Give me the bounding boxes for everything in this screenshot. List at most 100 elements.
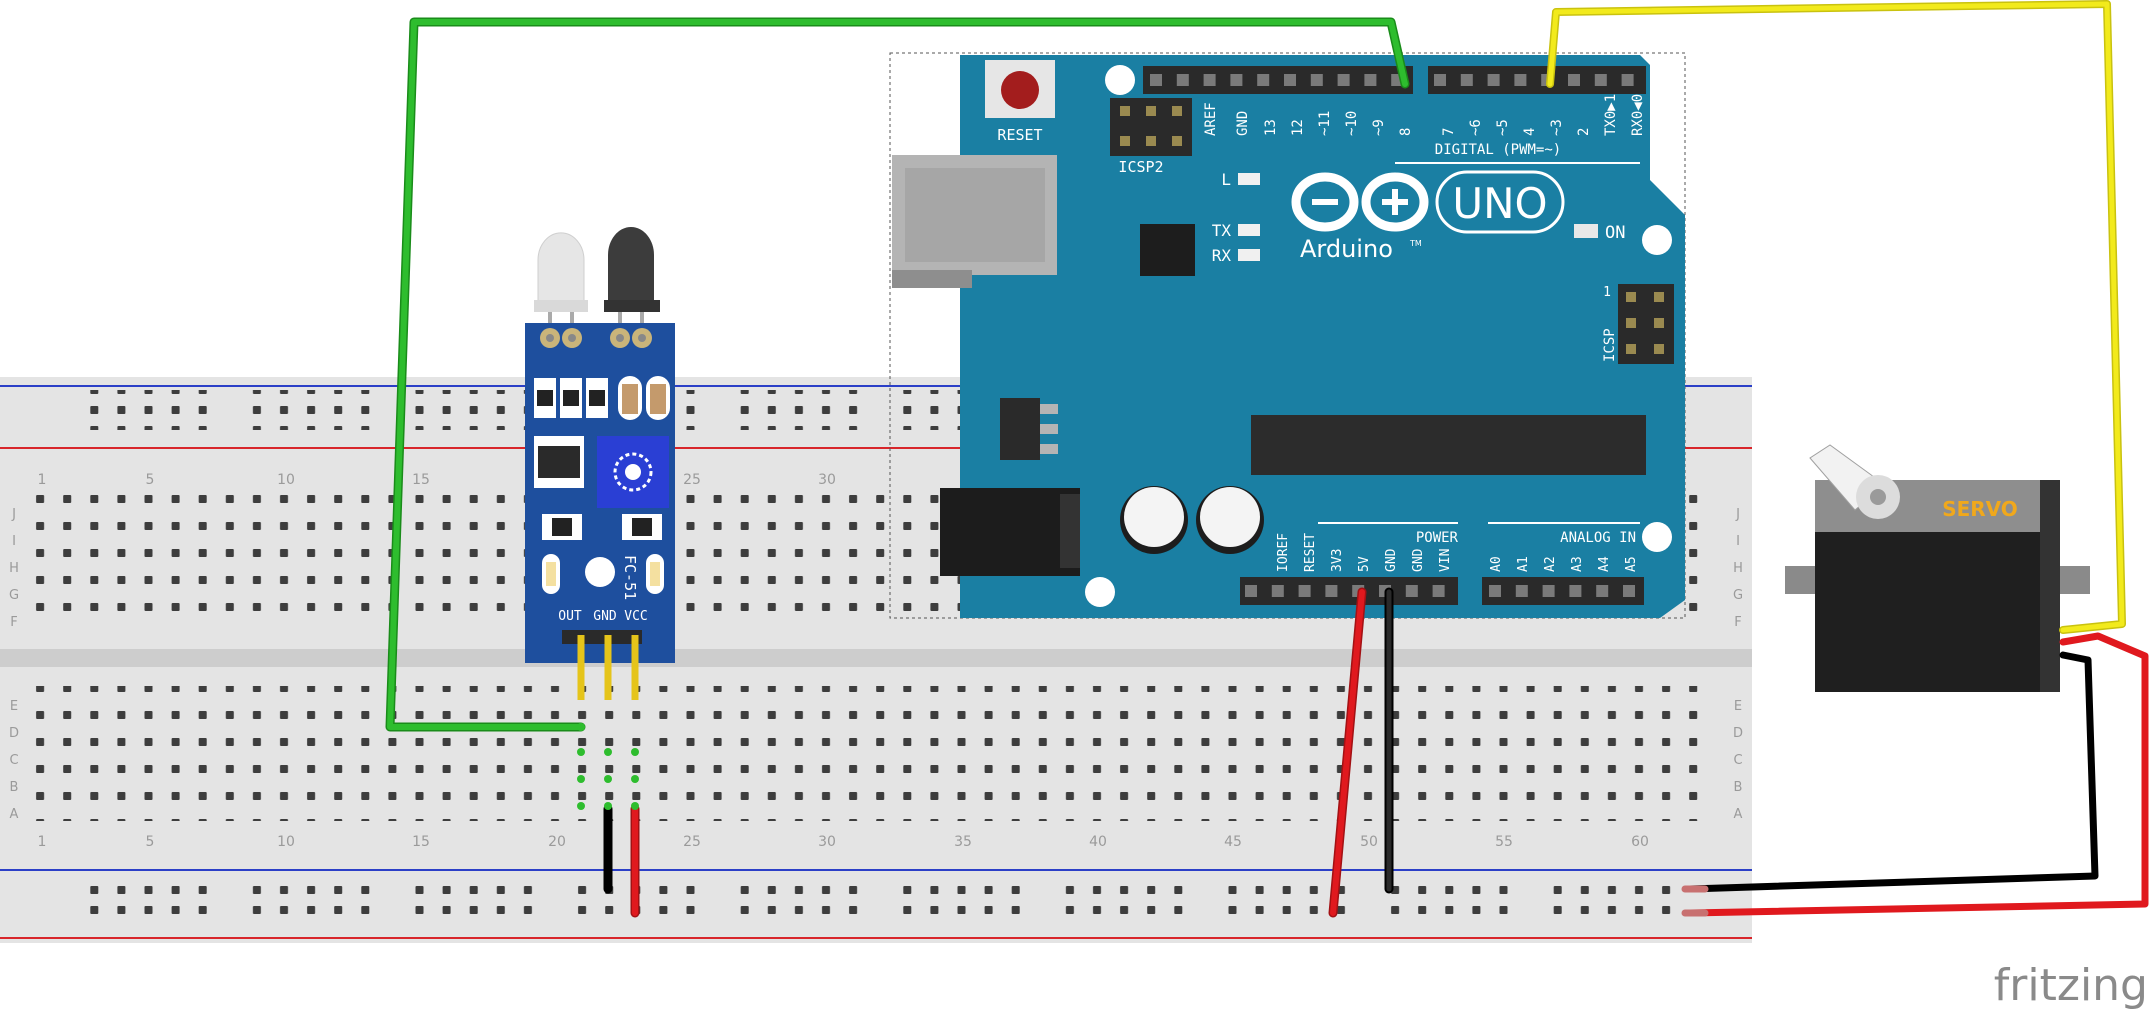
digital-pin-label: 7 (1441, 128, 1457, 136)
usb-base (892, 270, 972, 288)
trademark: TM (1409, 239, 1422, 248)
row-letter-d-right: D (1733, 726, 1743, 741)
digital-pin-hole[interactable] (1203, 74, 1216, 86)
analog-pin-hole[interactable] (1596, 585, 1609, 597)
digital-pin-hole[interactable] (1284, 74, 1296, 86)
digital-pin-hole[interactable] (1257, 74, 1270, 86)
wire-black-servo-gnd[interactable] (1686, 651, 2099, 893)
digital-pin-label: ~9 (1371, 119, 1387, 136)
servo-side (2040, 480, 2060, 692)
power-pin-hole[interactable] (1271, 585, 1284, 597)
digital-pin-hole[interactable] (1364, 74, 1377, 86)
mounting-hole-top-right (1642, 225, 1672, 255)
icsp-label: ICSP (1602, 328, 1618, 362)
servo-shaft-screw (1870, 489, 1886, 505)
wire-red-5v-core[interactable] (1330, 589, 1365, 916)
sensor-mounting-hole (585, 557, 615, 587)
row-letter-b-right: B (1734, 780, 1743, 795)
analog-pin-hole[interactable] (1489, 585, 1501, 597)
digital-pin-label: ~6 (1468, 119, 1484, 136)
power-pin-hole[interactable] (1245, 585, 1257, 597)
col-label-60-bottom: 60 (1631, 834, 1649, 850)
digital-pin-hole[interactable] (1460, 74, 1473, 86)
ir-sensor-module[interactable]: FC-51 OUT GND VCC (525, 227, 675, 700)
power-pin-hole[interactable] (1298, 585, 1311, 597)
digital-pin-hole[interactable] (1594, 74, 1607, 86)
bottom-pin-holes (1245, 585, 1635, 597)
led-l (1238, 173, 1260, 185)
analog-pin-label: A0 (1489, 556, 1504, 572)
digital-pin-label: 2 (1576, 128, 1592, 136)
col-label-20-bottom: 20 (548, 834, 566, 850)
servo-motor[interactable]: SERVO (1785, 444, 2090, 692)
analog-pin-hole[interactable] (1542, 585, 1555, 597)
col-label-35-bottom: 35 (954, 834, 972, 850)
digital-pin-hole[interactable] (1487, 74, 1500, 86)
icsp-header (1618, 284, 1674, 364)
center-channel (0, 649, 1752, 667)
row-letter-e: E (10, 699, 18, 714)
digital-pin-label: 4 (1522, 128, 1538, 136)
col-label-10: 10 (277, 472, 295, 488)
wire-yellow-signal-core[interactable] (1547, 1, 2125, 633)
digital-pin-hole[interactable] (1150, 74, 1162, 86)
sensor-model-label: FC-51 (621, 555, 639, 600)
analog-header (1482, 577, 1644, 605)
fritzing-watermark: fritzing (1994, 960, 2148, 1011)
digital-pin-hole[interactable] (1310, 74, 1323, 86)
row-letter-d: D (9, 726, 19, 741)
led-l-label: L (1221, 170, 1231, 189)
row-letter-c-right: C (1733, 753, 1742, 768)
col-label-5-bottom: 5 (146, 834, 155, 850)
col-label-10-bottom: 10 (277, 834, 295, 850)
analog-pin-label: A4 (1597, 556, 1612, 572)
wire-green-signal-core[interactable] (387, 19, 1408, 730)
usb-chip (1140, 224, 1195, 276)
analog-label: ANALOG IN (1560, 530, 1636, 546)
digital-pin-hole[interactable] (1434, 74, 1446, 86)
wire-red-servo-power[interactable] (1686, 632, 2149, 917)
digital-pin-label: ~10 (1344, 111, 1360, 136)
capacitor-2 (1196, 486, 1264, 554)
col-label-30-bottom: 30 (818, 834, 836, 850)
potentiometer[interactable] (597, 436, 669, 508)
microcontroller-chip (1251, 415, 1646, 475)
connected-holes (577, 723, 639, 810)
digital-pin-hole[interactable] (1176, 74, 1189, 86)
analog-pin-hole[interactable] (1515, 585, 1528, 597)
icsp2-header (1110, 98, 1192, 156)
mounting-hole-bottom-right (1642, 522, 1672, 552)
mounting-hole-top-left (1105, 65, 1135, 95)
digital-pin-hole[interactable] (1337, 74, 1350, 86)
digital-pin-hole[interactable] (1621, 74, 1634, 86)
digital-pin-hole[interactable] (1230, 74, 1243, 86)
power-pin-label: 5V (1357, 556, 1372, 572)
reset-label: RESET (997, 126, 1042, 144)
arduino-logo-icon (1291, 172, 1429, 232)
col-label-25: 25 (683, 472, 701, 488)
power-label: POWER (1416, 530, 1459, 546)
power-pin-hole[interactable] (1432, 585, 1445, 597)
servo-label: SERVO (1942, 497, 2018, 521)
col-label-50-bottom: 50 (1360, 834, 1378, 850)
digital-pin-hole[interactable] (1514, 74, 1527, 86)
analog-pin-hole[interactable] (1623, 585, 1635, 597)
digital-pin-hole[interactable] (1568, 74, 1580, 86)
reset-button-cap[interactable] (1001, 71, 1039, 109)
bottom-power-rail-holes (78, 875, 1673, 915)
power-pin-hole[interactable] (1405, 585, 1418, 597)
digital-pin-label: ~5 (1495, 119, 1511, 136)
uno-badge (1435, 170, 1565, 234)
row-letter-f: F (10, 615, 17, 630)
row-letter-h: H (9, 561, 19, 576)
analog-pin-hole[interactable] (1569, 585, 1582, 597)
power-pin-hole[interactable] (1325, 585, 1338, 597)
row-letter-e-right: E (1734, 699, 1742, 714)
digital-pin-label: TX0▶1 (1603, 94, 1619, 136)
terminal-holes-bottom (29, 686, 1709, 821)
uno-model: UNO (1452, 179, 1547, 228)
row-letter-j-right: J (1735, 507, 1740, 522)
